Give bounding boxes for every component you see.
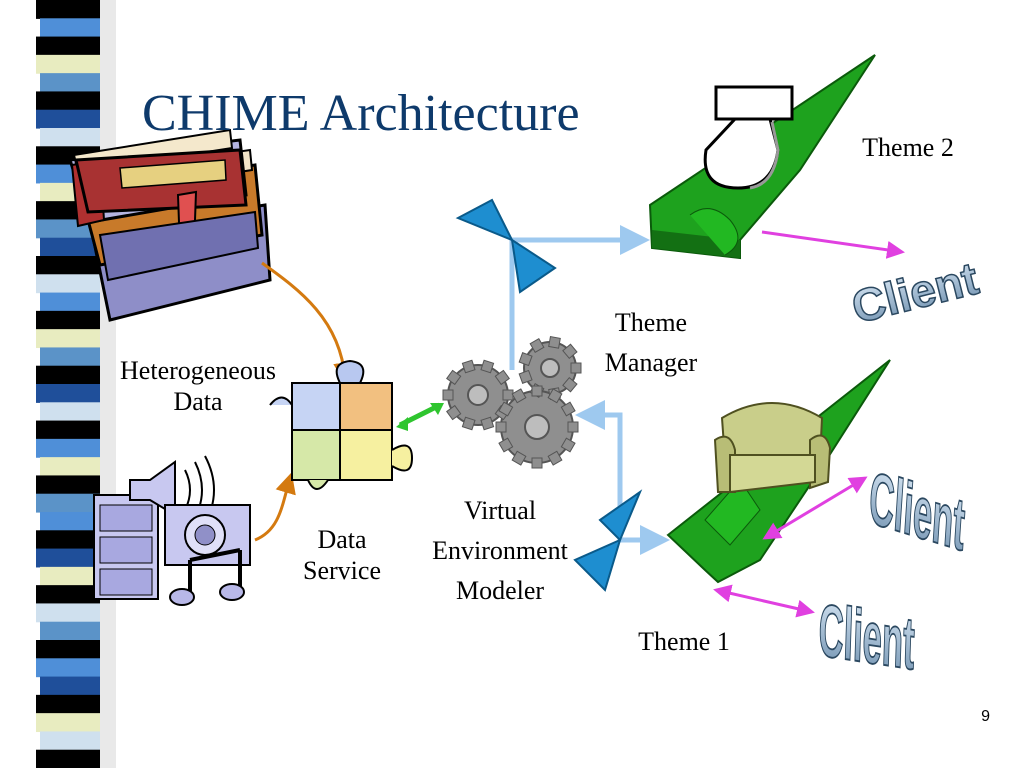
vem-line-1: Virtual (463, 496, 537, 525)
puzzle-icon (269, 359, 414, 490)
data-service-line-2: Service (303, 556, 381, 585)
heterogeneous-data-label: Heterogeneous Data (92, 355, 304, 417)
theme-2-label: Theme 2 (862, 133, 954, 162)
heterogeneous-data-line-1: Heterogeneous (120, 356, 276, 385)
arrow-media-to-puzzle (254, 472, 296, 542)
vem-line-2: Environment (432, 536, 568, 565)
gear-teeth (442, 336, 582, 469)
theme-manager-line-1: Theme (614, 308, 688, 337)
book-stack-icon (68, 128, 272, 322)
client-wordart-theme1-b: Client (817, 588, 917, 687)
arrow-theme2-to-client (761, 230, 905, 259)
vem-line-3: Modeler (455, 576, 545, 605)
multimedia-icon (93, 455, 251, 606)
theme-manager-label: Theme Manager (584, 303, 718, 383)
arrow-books-to-puzzle (261, 261, 355, 384)
heterogeneous-data-line-2: Data (173, 387, 223, 416)
data-service-label: Data Service (282, 524, 402, 586)
virtual-environment-modeler-label: Virtual Environment Modeler (405, 491, 595, 611)
svg-text:Client: Client (817, 588, 915, 686)
client-wordart-theme1-a: Client (866, 455, 968, 568)
client-wordart-theme2: Client (846, 251, 984, 334)
slide-title: CHIME Architecture (142, 85, 580, 142)
gears-icon (447, 341, 577, 464)
bowtie-valve-icon-bottom (573, 489, 643, 592)
arrow-theme1-to-client-a (762, 476, 868, 540)
data-service-line-1: Data (317, 525, 367, 554)
svg-text:Client: Client (867, 456, 967, 567)
sofa-icon (713, 402, 832, 494)
theme-manager-line-2: Manager (604, 348, 698, 377)
svg-text:Client: Client (847, 252, 984, 333)
theme-1-label: Theme 1 (638, 627, 730, 656)
page-number: 9 (981, 708, 990, 725)
bowtie-valve-icon (455, 198, 557, 294)
lamp-icon (703, 85, 794, 190)
arrow-theme1-to-client-b (713, 584, 815, 618)
